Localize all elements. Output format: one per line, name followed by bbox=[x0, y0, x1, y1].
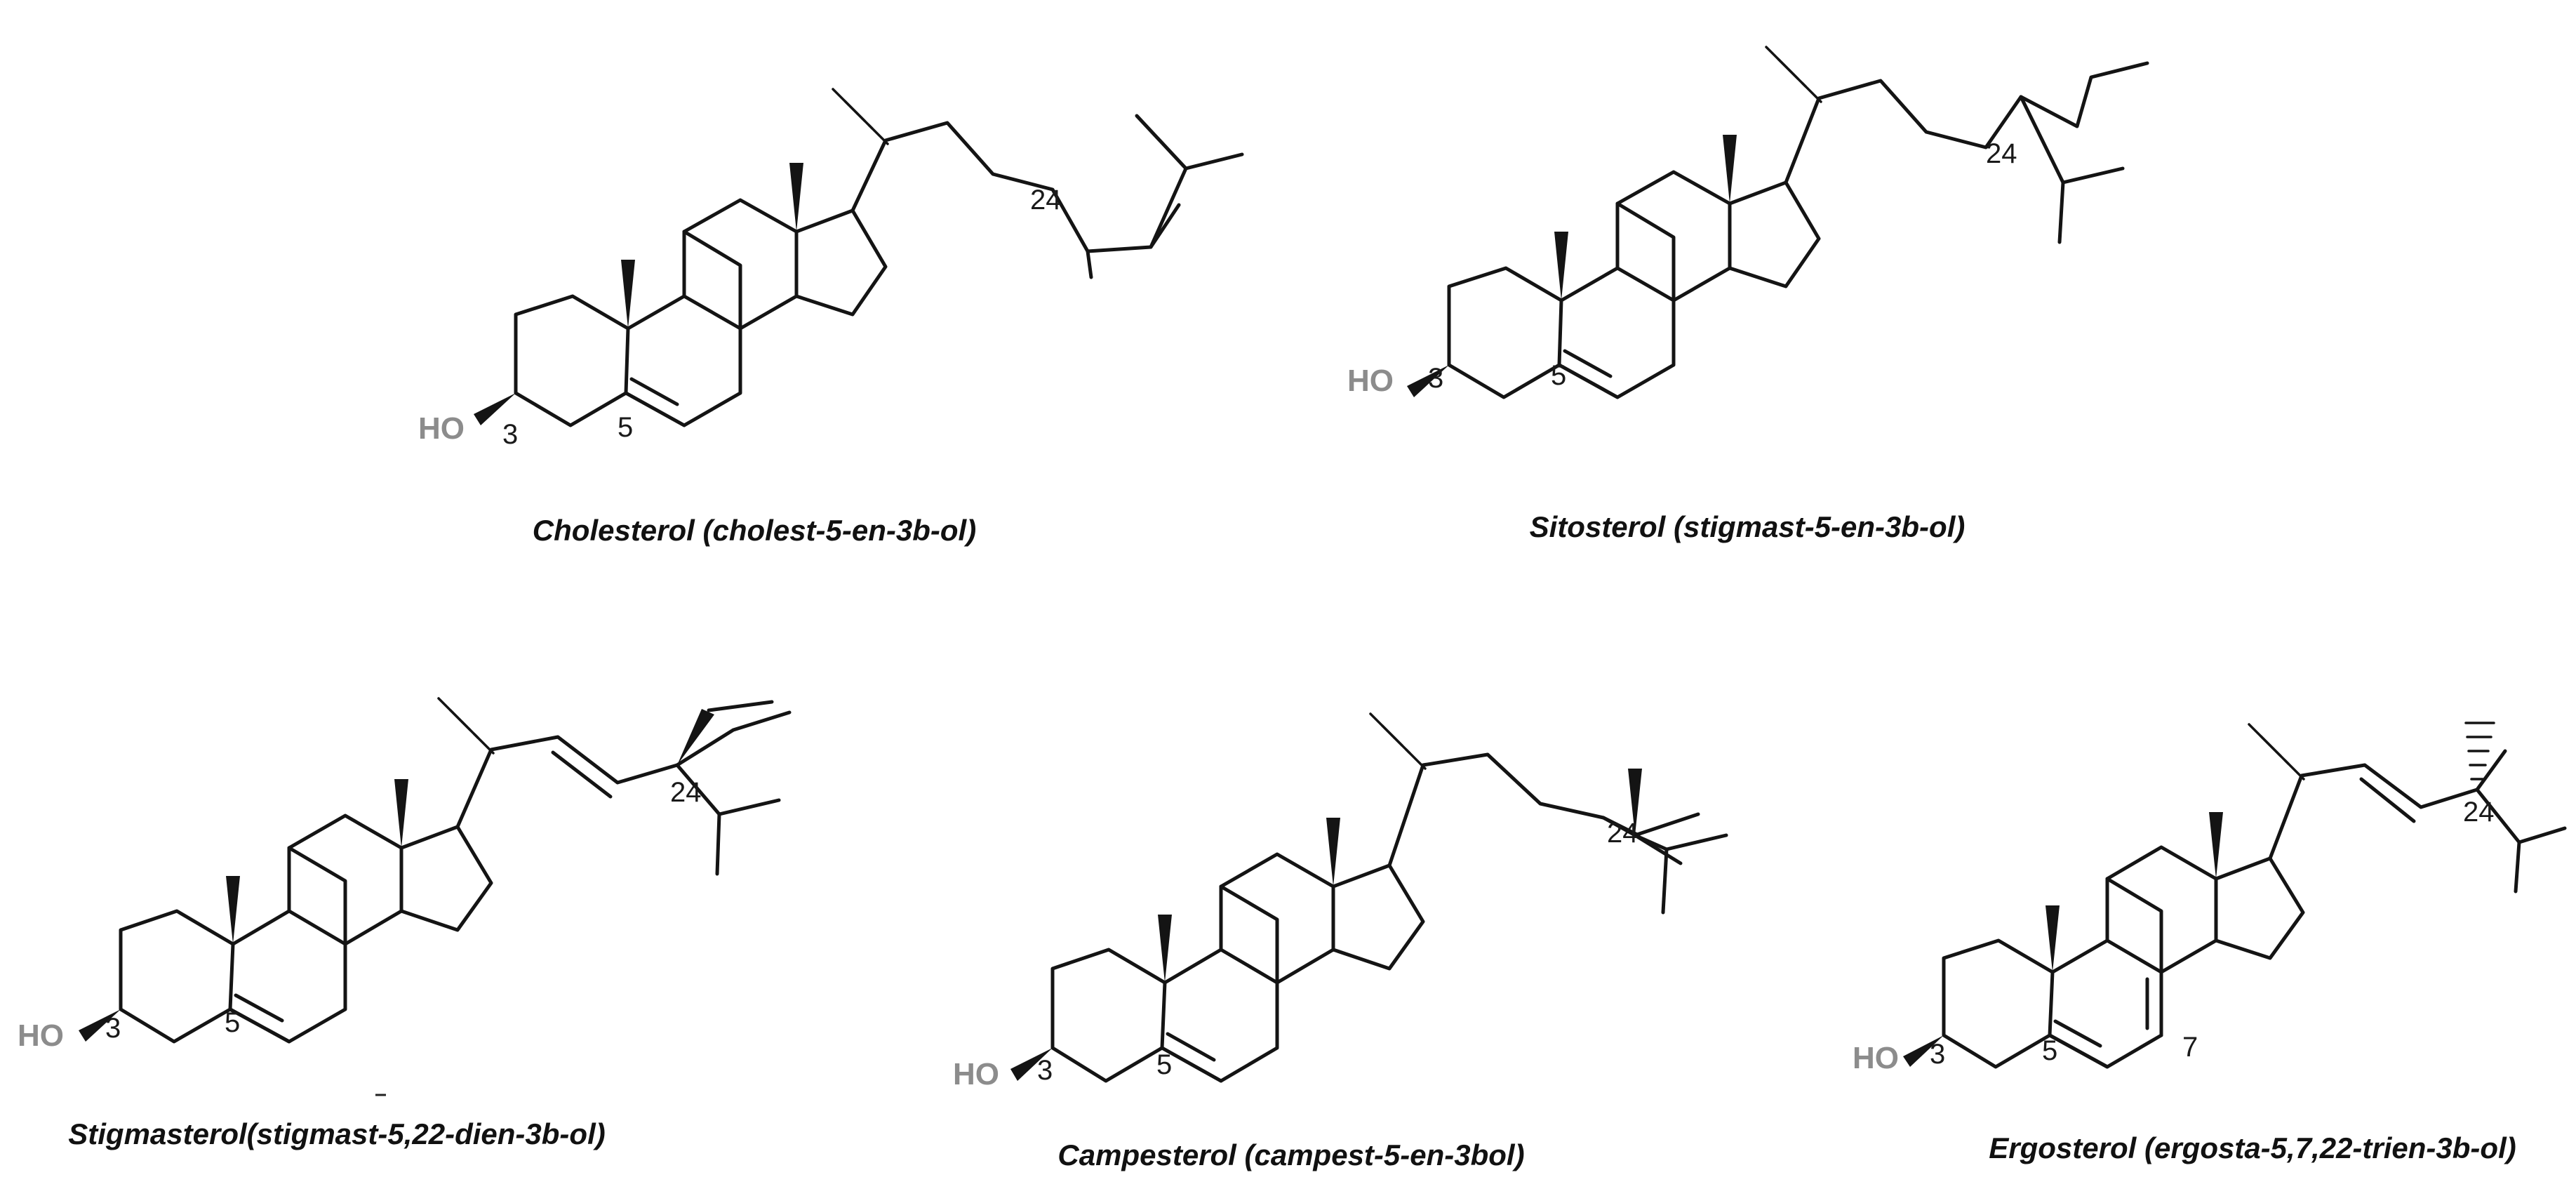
c20-hash-bond bbox=[1765, 46, 1822, 103]
c20-hash-bond bbox=[832, 88, 889, 145]
hydroxyl-label: HO bbox=[953, 1057, 999, 1091]
steroid-skeleton bbox=[1050, 752, 1728, 1083]
molecule-campesterol: HO 3 5 24 Campesterol (campest-5-en-3bol… bbox=[953, 712, 1728, 1171]
hydroxyl-wedge bbox=[1903, 1035, 1944, 1067]
methyl-wedge bbox=[394, 779, 408, 848]
caption-ergosterol: Ergosterol (ergosta-5,7,22-trien-3b-ol) bbox=[1989, 1131, 2516, 1164]
molecule-ergosterol: HO 3 5 7 24 Ergosterol (ergosta-5,7,22-t… bbox=[1853, 722, 2567, 1164]
steroid-skeleton bbox=[514, 114, 1244, 427]
methyl-wedge bbox=[789, 163, 803, 232]
hydroxyl-wedge bbox=[79, 1009, 121, 1042]
hydroxyl-wedge bbox=[1010, 1048, 1053, 1081]
methyl-wedge bbox=[1158, 915, 1172, 983]
locant-3: 3 bbox=[1428, 363, 1443, 394]
locant-5: 5 bbox=[1156, 1049, 1172, 1080]
methyl-wedge bbox=[621, 260, 635, 328]
caption-sitosterol: Sitosterol (stigmast-5-en-3b-ol) bbox=[1530, 510, 1966, 543]
c20-hash-bond bbox=[1369, 712, 1427, 770]
caption-stigmasterol: Stigmasterol(stigmast-5,22-dien-3b-ol) bbox=[68, 1117, 605, 1150]
locant-5: 5 bbox=[1551, 360, 1566, 391]
locant-3: 3 bbox=[105, 1013, 121, 1044]
methyl-wedge bbox=[226, 876, 240, 944]
locant-24: 24 bbox=[1030, 185, 1062, 215]
locant-3: 3 bbox=[1930, 1039, 1945, 1070]
molecule-stigmasterol: HO 3 5 24 Stigmasterol(stigmast-5,22-die… bbox=[18, 697, 792, 1150]
molecule-sitosterol: HO 3 5 24 Sitosterol (stigmast-5-en-3b-o… bbox=[1347, 46, 2149, 543]
hydroxyl-wedge bbox=[474, 393, 516, 425]
methyl-wedge bbox=[2046, 905, 2060, 972]
steroid-skeleton bbox=[119, 710, 792, 1044]
locant-3: 3 bbox=[502, 419, 518, 450]
locant-24: 24 bbox=[1607, 818, 1639, 849]
locant-24: 24 bbox=[1986, 138, 2017, 169]
methyl-wedge bbox=[1554, 232, 1568, 300]
methyl-wedge bbox=[2209, 812, 2223, 879]
steroid-skeleton bbox=[1447, 61, 2149, 399]
locant-7: 7 bbox=[2182, 1032, 2198, 1063]
locant-24: 24 bbox=[670, 777, 702, 808]
c24-wedge bbox=[677, 709, 714, 765]
methyl-wedge bbox=[1723, 135, 1737, 204]
locant-5: 5 bbox=[618, 412, 633, 443]
hydroxyl-wedge bbox=[1407, 365, 1449, 397]
caption-campesterol: Campesterol (campest-5-en-3bol) bbox=[1057, 1138, 1524, 1171]
c24-wedge bbox=[1628, 769, 1642, 835]
molecule-cholesterol: HO 3 5 24 Cholesterol (cholest-5-en-3b-o… bbox=[418, 88, 1244, 547]
c20-hash-bond bbox=[2248, 723, 2305, 781]
locant-5: 5 bbox=[225, 1007, 240, 1038]
locant-24: 24 bbox=[2463, 797, 2495, 828]
hydroxyl-label: HO bbox=[418, 411, 465, 446]
locant-3: 3 bbox=[1037, 1055, 1053, 1086]
hydroxyl-label: HO bbox=[18, 1018, 64, 1053]
caption-cholesterol: Cholesterol (cholest-5-en-3b-ol) bbox=[533, 514, 976, 547]
locant-5: 5 bbox=[2042, 1035, 2057, 1066]
hydroxyl-label: HO bbox=[1853, 1041, 1899, 1075]
c20-hash-bond bbox=[437, 697, 495, 755]
c24-hash-bond bbox=[2464, 722, 2495, 781]
steroid-skeleton bbox=[1942, 749, 2567, 1069]
hydroxyl-label: HO bbox=[1347, 364, 1394, 398]
methyl-wedge bbox=[1326, 818, 1340, 886]
